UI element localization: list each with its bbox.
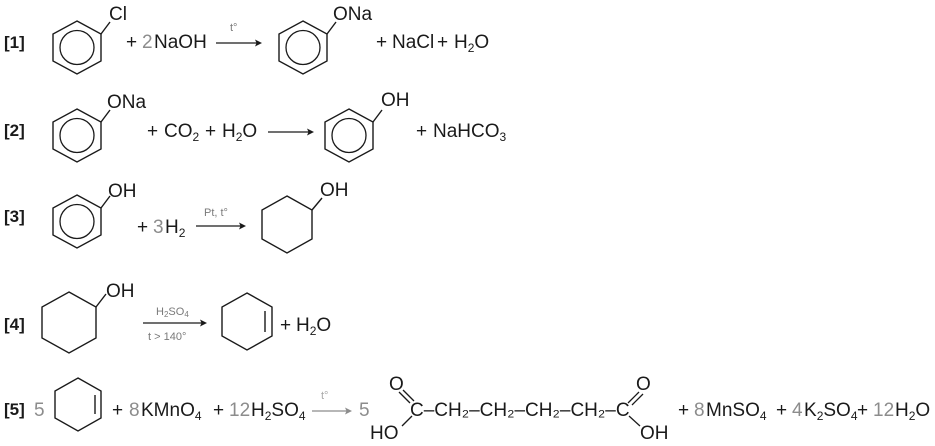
substituent-ona: ONa bbox=[107, 92, 147, 113]
condition-label: t° bbox=[321, 390, 329, 402]
hydroxyl-left: HO bbox=[370, 423, 399, 444]
substituent-oh: OH bbox=[108, 181, 137, 202]
plus-sign: + bbox=[437, 32, 449, 53]
plus-sign: + bbox=[280, 315, 292, 336]
carbonyl-double-bond-left bbox=[398, 389, 415, 404]
condition-top: H2SO4 bbox=[156, 306, 189, 319]
product-nacl: NaCl bbox=[392, 32, 435, 53]
benzene-ring-phenol bbox=[324, 108, 383, 163]
plus-sign: + bbox=[126, 32, 138, 53]
reaction-arrow bbox=[268, 128, 314, 136]
cyclohexene-ring bbox=[221, 292, 273, 351]
coefficient: 8 bbox=[129, 400, 140, 421]
benzene-ring-phenoxide bbox=[278, 20, 337, 75]
carbonyl-double-bond-right bbox=[627, 391, 644, 406]
product-water: H2O bbox=[296, 315, 332, 338]
plus-sign: + bbox=[776, 400, 788, 421]
reaction-label: [1] bbox=[4, 33, 25, 52]
substituent-cl: Cl bbox=[109, 4, 127, 25]
product-mnso4: MnSO4 bbox=[706, 400, 767, 423]
reaction-label: [2] bbox=[4, 121, 25, 140]
coefficient: 3 bbox=[153, 217, 164, 238]
cyclohexene-ring bbox=[54, 377, 102, 432]
reaction-arrow bbox=[143, 319, 207, 327]
plus-sign: + bbox=[137, 217, 149, 238]
reagent-naoh: NaOH bbox=[154, 32, 207, 53]
reagent-kmno4: KMnO4 bbox=[141, 400, 202, 423]
plus-sign: + bbox=[376, 32, 388, 53]
coefficient: 2 bbox=[142, 32, 153, 53]
plus-sign: + bbox=[205, 121, 217, 142]
condition-bottom: t > 140° bbox=[148, 331, 187, 343]
product-nahco3: NaHCO3 bbox=[433, 121, 507, 144]
reaction-label: [4] bbox=[4, 315, 25, 334]
coefficient: 12 bbox=[229, 400, 251, 421]
coefficient: 12 bbox=[873, 400, 895, 421]
coefficient: 5 bbox=[34, 400, 45, 421]
reagent-co2: CO2 bbox=[164, 121, 200, 144]
plus-sign: + bbox=[678, 400, 690, 421]
substituent-oh: OH bbox=[106, 281, 135, 302]
plus-sign: + bbox=[416, 121, 428, 142]
benzene-ring-chlorobenzene bbox=[52, 20, 111, 75]
coefficient: 4 bbox=[792, 400, 803, 421]
carbonyl-oxygen-left: O bbox=[389, 374, 404, 395]
carbonyl-oxygen-right: O bbox=[636, 374, 651, 395]
reaction-label: [5] bbox=[4, 400, 25, 419]
hydroxyl-bond-left bbox=[401, 415, 413, 427]
plus-sign: + bbox=[112, 400, 124, 421]
reagent-h2: H2 bbox=[165, 217, 186, 240]
plus-sign: + bbox=[213, 400, 225, 421]
reagent-h2so4: H2SO4 bbox=[251, 400, 306, 423]
product-water: H2O bbox=[454, 32, 490, 55]
product-k2so4: K2SO4 bbox=[804, 400, 858, 423]
reaction-label: [3] bbox=[4, 207, 25, 226]
benzene-ring-phenol bbox=[52, 194, 111, 249]
plus-sign: + bbox=[857, 400, 869, 421]
cyclohexanol-ring bbox=[41, 291, 107, 354]
hydroxyl-right: OH bbox=[640, 423, 669, 444]
coefficient: 8 bbox=[694, 400, 705, 421]
reaction-arrow bbox=[312, 407, 352, 415]
reagent-water: H2O bbox=[222, 121, 258, 144]
hydroxyl-bond-right bbox=[628, 415, 641, 427]
product-water: H2O bbox=[895, 400, 931, 423]
benzene-ring-phenoxide bbox=[52, 108, 111, 163]
substituent-ona: ONa bbox=[333, 4, 373, 25]
substituent-oh: OH bbox=[320, 180, 349, 201]
cyclohexane-ring bbox=[261, 195, 323, 254]
reaction-arrow bbox=[196, 222, 246, 230]
condition-label: t° bbox=[230, 22, 238, 34]
coefficient: 5 bbox=[359, 400, 370, 421]
condition-label: Pt, t° bbox=[204, 207, 228, 219]
reaction-arrow bbox=[216, 39, 262, 47]
plus-sign: + bbox=[147, 121, 159, 142]
carbon-chain: C–CH₂–CH₂–CH₂–CH₂–C bbox=[410, 400, 630, 421]
substituent-oh: OH bbox=[381, 90, 410, 111]
